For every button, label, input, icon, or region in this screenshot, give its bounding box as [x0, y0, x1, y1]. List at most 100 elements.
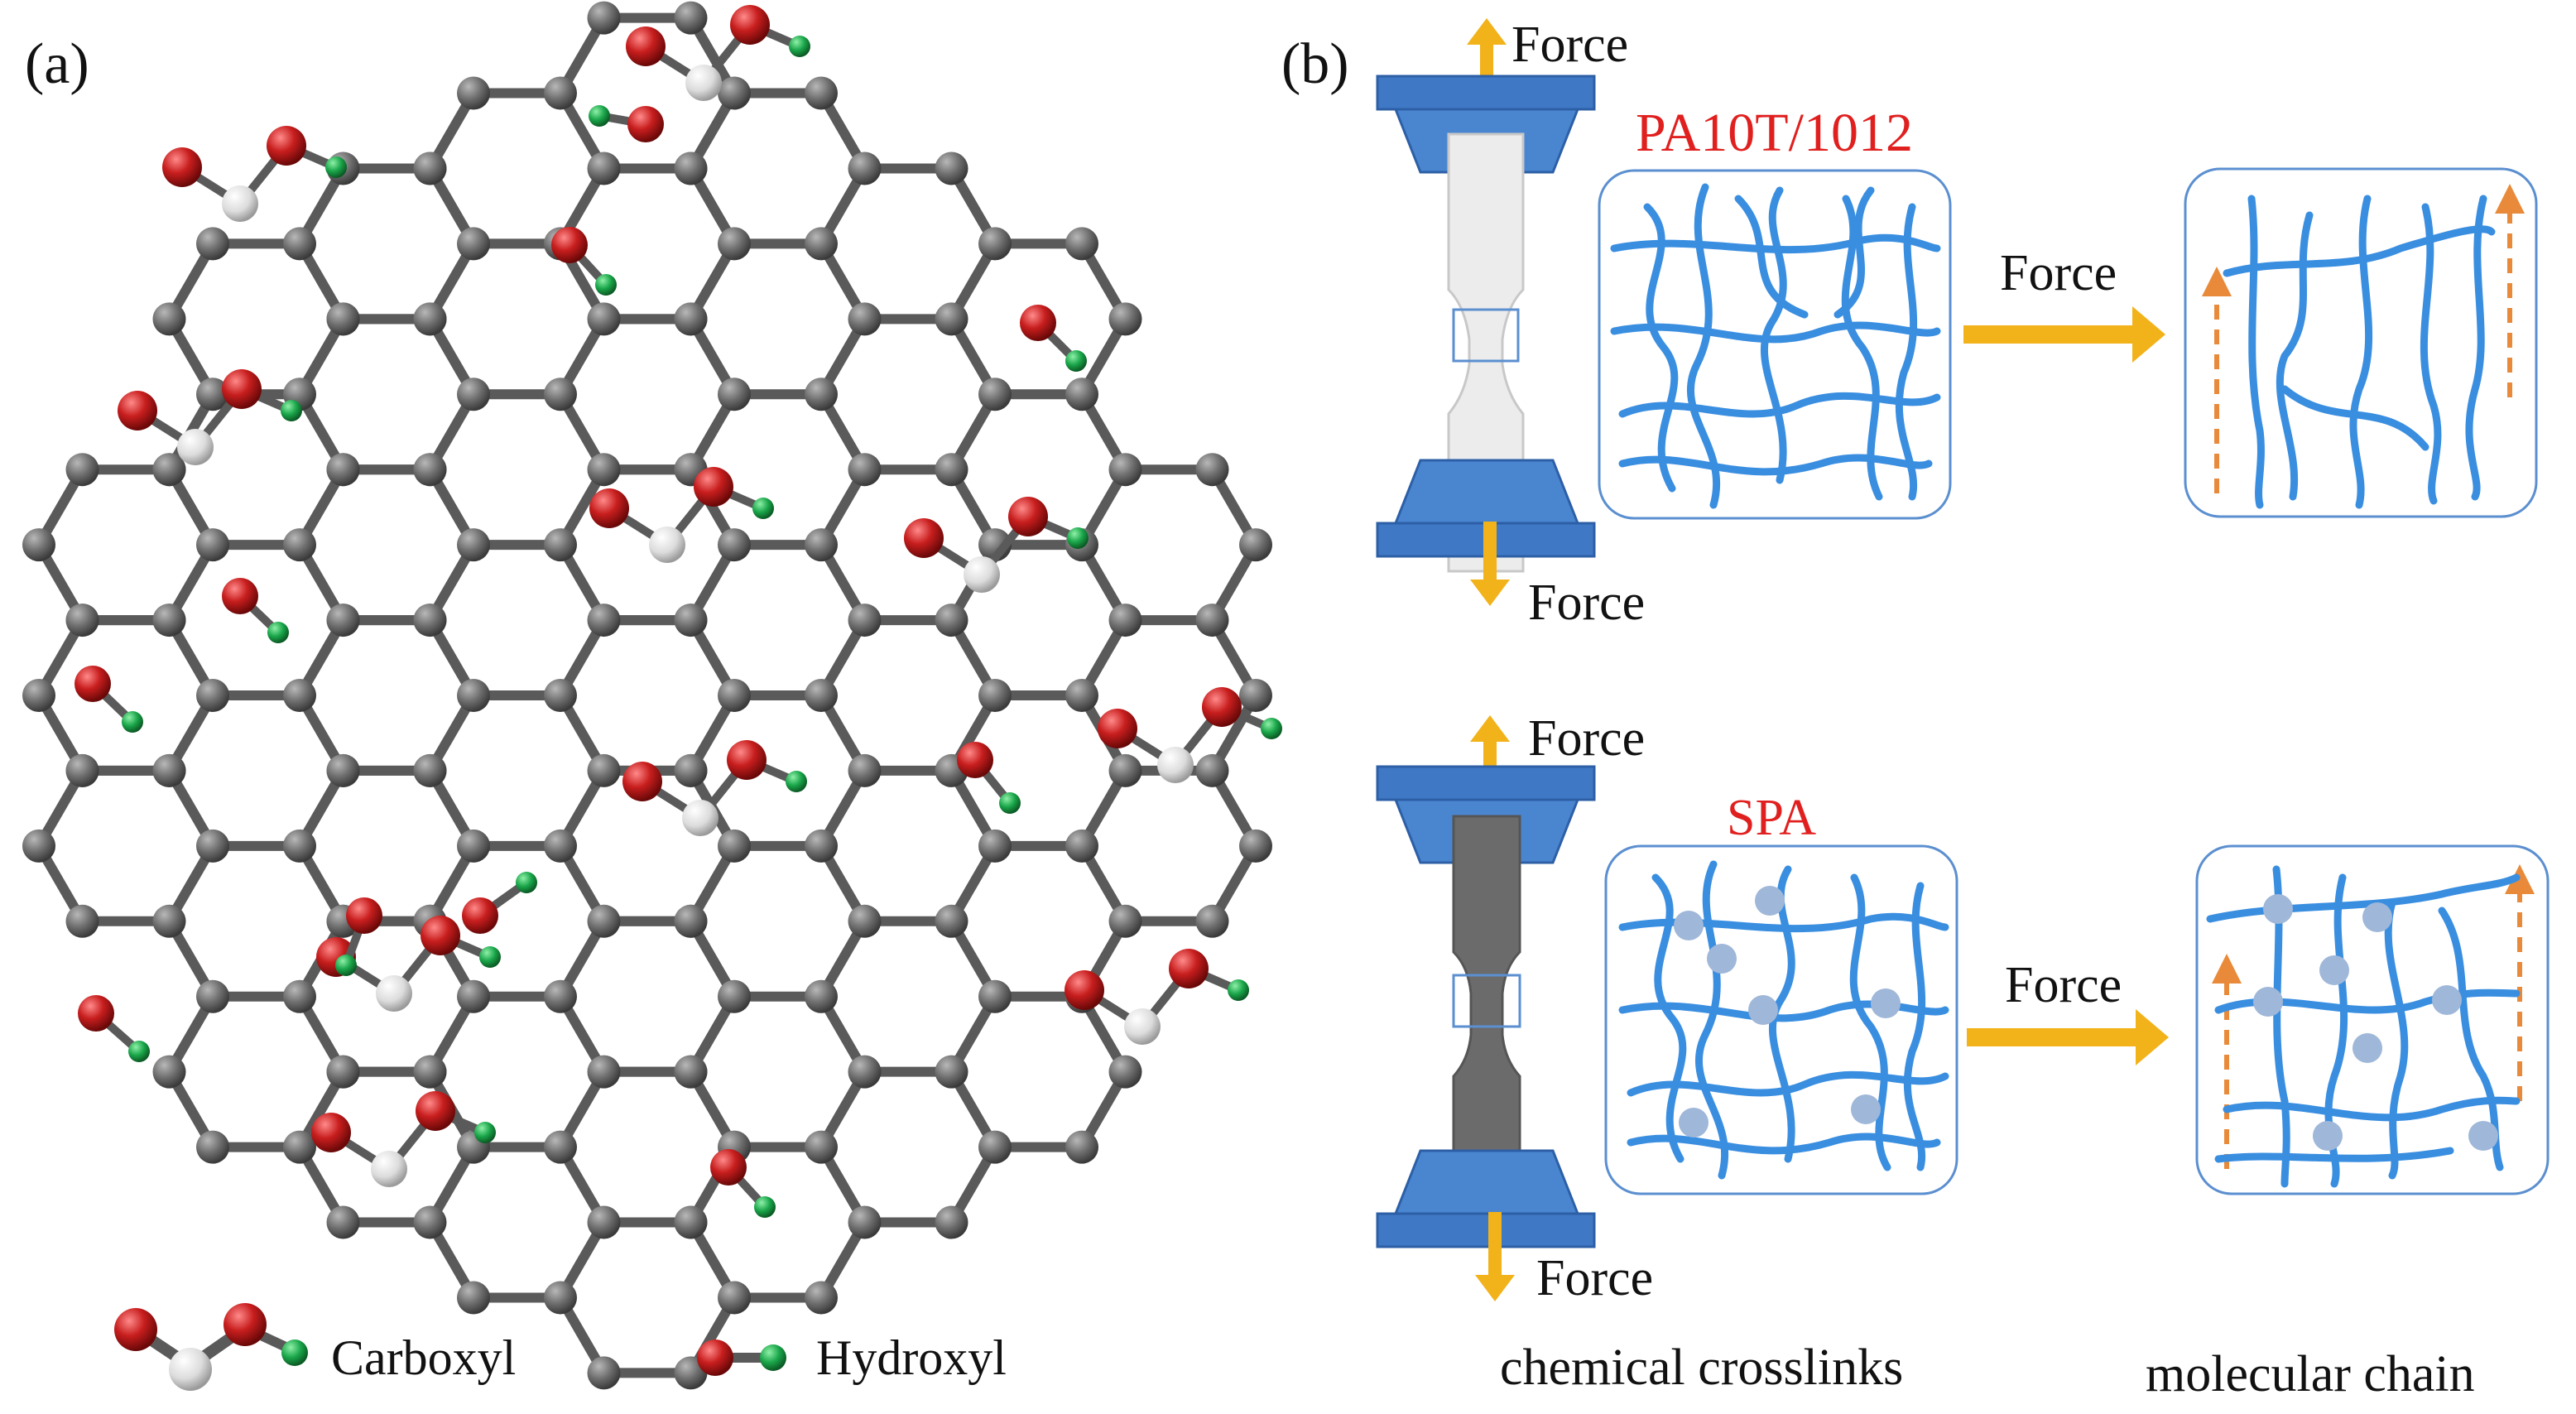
carbon-atom-icon — [1195, 753, 1229, 787]
carbon-atom-icon — [544, 1281, 577, 1315]
carbon-atom-icon — [935, 604, 968, 637]
carbon-atom-icon — [674, 1205, 708, 1239]
carbon-atom-icon — [413, 1205, 447, 1239]
tensile-test-top: Force Force — [1376, 17, 1645, 631]
material-label-top: PA10T/1012 — [1636, 103, 1913, 163]
carbon-atom-icon — [22, 679, 55, 712]
tensile-test-bottom: Force Force — [1376, 710, 1653, 1306]
carbon-atom-icon — [326, 302, 360, 336]
oxygen-atom-icon — [727, 740, 767, 780]
carbon-atom-icon — [65, 604, 99, 637]
carbon-atom-icon — [674, 1, 708, 35]
hydrogen-atom-icon — [267, 622, 289, 643]
carbon-atom-icon — [848, 302, 882, 336]
carbon-atom-icon — [283, 528, 316, 562]
oxygen-atom-icon — [622, 762, 662, 801]
carbon-atom-icon — [457, 679, 490, 712]
carbon-atom-icon — [65, 904, 99, 938]
hydrogen-atom-icon — [589, 105, 610, 127]
carbon-atom-icon — [1065, 378, 1098, 411]
carbon-atom-icon — [587, 302, 621, 336]
network-box-top-before — [1598, 169, 1952, 520]
hydrogen-atom-icon — [595, 274, 617, 296]
hydrogen-atom-icon — [789, 36, 810, 57]
carbon-atom-icon — [283, 979, 316, 1013]
carbon-atom-icon — [457, 76, 490, 110]
carbon-atom-icon — [848, 1205, 882, 1239]
carbon-atom-icon — [457, 227, 490, 261]
caption-crosslinks: chemical crosslinks — [1500, 1339, 1903, 1396]
carbon-atom-icon — [674, 302, 708, 336]
carbon-atom-icon — [978, 679, 1012, 712]
hydrogen-atom-icon — [325, 156, 347, 178]
carbon-atom-icon — [413, 753, 447, 787]
hydrogen-atom-icon — [122, 711, 143, 733]
carboxyl-carbon-icon — [1124, 1008, 1161, 1045]
legend: Carboxyl Hydroxyl — [114, 1303, 1007, 1391]
oxygen-atom-icon — [730, 5, 770, 45]
carbon-atom-icon — [848, 453, 882, 487]
carbon-atom-icon — [196, 829, 229, 863]
hydrogen-atom-icon — [516, 872, 537, 893]
carbon-atom-icon — [1108, 453, 1142, 487]
panel-b-label: (b) — [1281, 32, 1349, 96]
network-box-bottom-before — [1604, 844, 1958, 1195]
carbon-atom-icon — [283, 1130, 316, 1164]
oxygen-atom-icon — [626, 26, 666, 66]
carbon-atom-icon — [413, 302, 447, 336]
carbon-atom-icon — [326, 1205, 360, 1239]
force-bottom-label-bottom: Force — [1536, 1250, 1653, 1306]
carbon-atom-icon — [718, 76, 751, 110]
carbon-atom-icon — [1195, 904, 1229, 938]
carbon-atom-icon — [152, 302, 186, 336]
functional-groups — [74, 5, 1282, 1218]
carbon-atom-icon — [283, 227, 316, 261]
hydrogen-atom-icon — [999, 792, 1021, 814]
carbon-atom-icon — [1239, 829, 1272, 863]
carbon-atom-icon — [326, 453, 360, 487]
hydrogen-atom-icon — [474, 1122, 496, 1143]
force-top-label-bottom: Force — [1528, 710, 1645, 767]
carbon-atom-icon — [805, 528, 838, 562]
carbon-atom-icon — [587, 904, 621, 938]
carboxyl-carbon-icon — [685, 65, 722, 101]
carbon-atom-icon — [283, 679, 316, 712]
hydroxyl-legend-icon — [697, 1339, 786, 1376]
carbon-atom-icon — [805, 829, 838, 863]
specimen-focus-box — [1452, 308, 1520, 363]
hydrogen-atom-icon — [752, 498, 774, 519]
carbon-atom-icon — [805, 1281, 838, 1315]
oxygen-atom-icon — [222, 578, 258, 614]
oxygen-atom-icon — [416, 1091, 455, 1131]
oxygen-atom-icon — [74, 666, 111, 702]
crosslink-nodes — [1674, 886, 1901, 1137]
carbon-atom-icon — [413, 453, 447, 487]
carbon-atom-icon — [848, 604, 882, 637]
hydrogen-atom-icon — [786, 771, 807, 792]
carbon-atom-icon — [413, 604, 447, 637]
oxygen-atom-icon — [957, 742, 993, 778]
network-box-bottom-after — [2195, 844, 2550, 1195]
carbon-atom-icon — [587, 753, 621, 787]
carbon-atom-icon — [22, 528, 55, 562]
hydrogen-atom-icon — [1261, 718, 1282, 739]
carbon-atom-icon — [1108, 753, 1142, 787]
carbon-atom-icon — [152, 604, 186, 637]
carbon-atom-icon — [674, 604, 708, 637]
oxygen-atom-icon — [78, 995, 114, 1032]
carbon-atom-icon — [457, 829, 490, 863]
carbon-atom-icon — [544, 378, 577, 411]
specimen-focus-box — [1452, 974, 1521, 1028]
carbon-atom-icon — [544, 76, 577, 110]
carbon-atom-icon — [457, 979, 490, 1013]
oxygen-atom-icon — [462, 897, 498, 934]
carbon-atom-icon — [718, 1281, 751, 1315]
carbon-atom-icon — [196, 679, 229, 712]
carbon-atom-icon — [196, 979, 229, 1013]
carbon-atom-icon — [544, 979, 577, 1013]
material-label-bottom: SPA — [1727, 790, 1816, 846]
carbon-atom-icon — [544, 679, 577, 712]
carbon-atom-icon — [196, 227, 229, 261]
oxygen-atom-icon — [589, 488, 629, 528]
carbon-atom-icon — [1065, 227, 1098, 261]
